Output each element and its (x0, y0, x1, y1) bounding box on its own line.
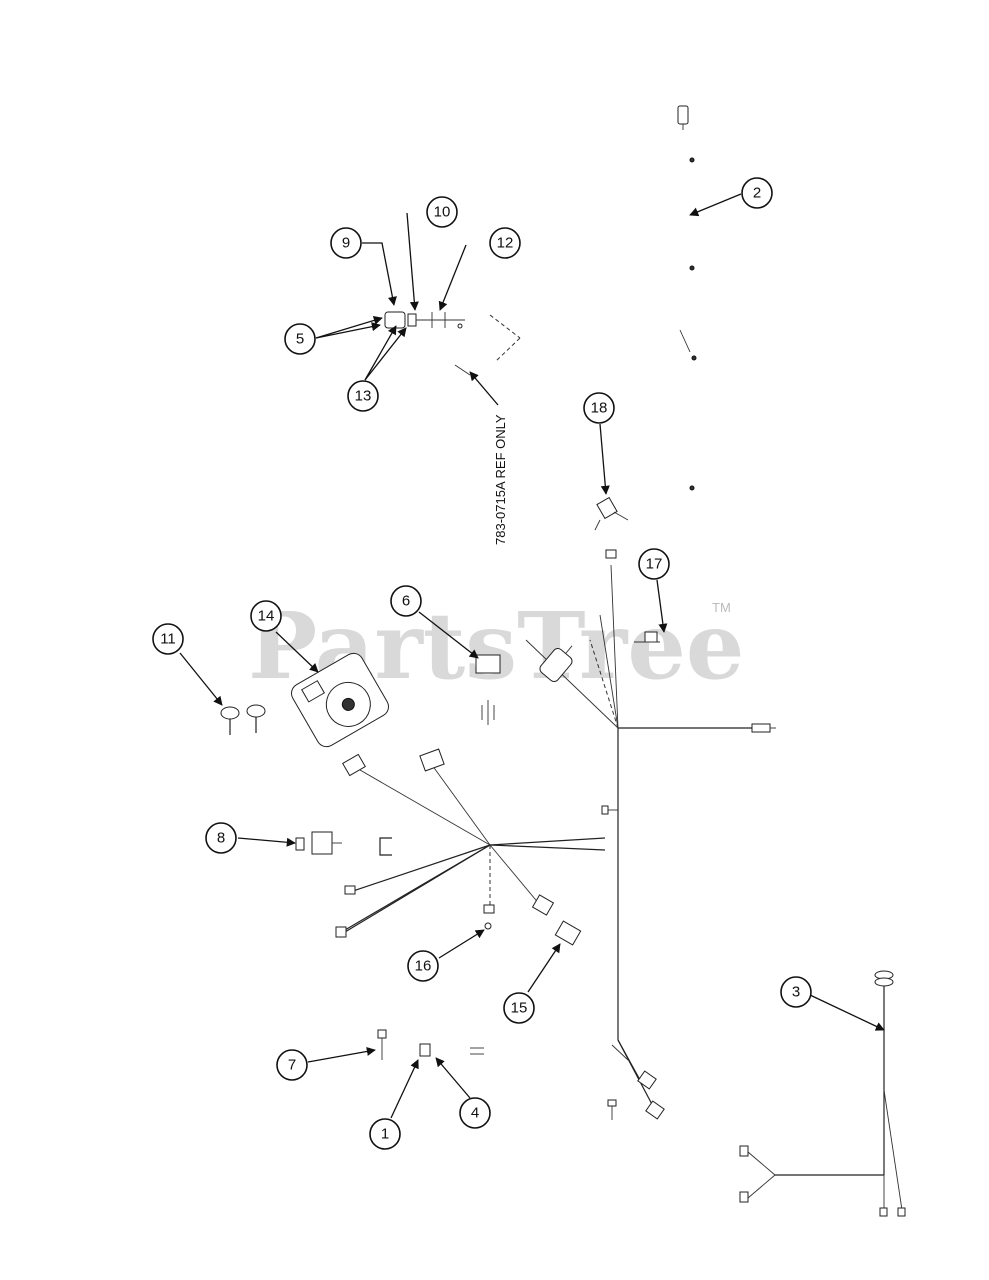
svg-text:1: 1 (381, 1126, 389, 1143)
ignition-switch (291, 652, 389, 748)
callout-11: 11 (152, 623, 184, 655)
svg-text:5: 5 (296, 331, 304, 348)
callout-10: 10 (426, 196, 458, 228)
svg-text:18: 18 (591, 400, 608, 417)
svg-text:11: 11 (160, 631, 176, 648)
callout-6: 6 (390, 585, 422, 617)
callout-8: 8 (205, 822, 237, 854)
svg-text:2: 2 (753, 185, 761, 202)
part-16 (484, 922, 492, 930)
main-harness (525, 549, 776, 1120)
callout-7: 7 (276, 1049, 308, 1081)
harness-3 (739, 970, 906, 1217)
callout-17: 17 (638, 548, 670, 580)
relay-8 (295, 831, 342, 855)
part-17 (634, 631, 660, 643)
svg-text:7: 7 (288, 1057, 296, 1074)
callout-16: 16 (407, 950, 439, 982)
svg-text:10: 10 (434, 204, 451, 221)
parts-1-4-7 (377, 1029, 484, 1060)
svg-text:8: 8 (217, 830, 225, 847)
keys (220, 704, 266, 735)
svg-text:6: 6 (402, 593, 410, 610)
svg-text:9: 9 (342, 235, 350, 252)
reference-note: 783-0715A REF ONLY (493, 414, 508, 545)
svg-text:4: 4 (471, 1105, 479, 1122)
callout-15: 15 (503, 992, 535, 1024)
callout-18: 18 (583, 392, 615, 424)
part-6 (475, 654, 501, 725)
callout-1: 1 (369, 1118, 401, 1150)
callout-14: 14 (250, 600, 282, 632)
svg-text:3: 3 (792, 984, 800, 1001)
switch-assembly (384, 311, 521, 376)
callout-3: 3 (780, 976, 812, 1008)
connector-bracket (379, 837, 392, 856)
svg-text:12: 12 (497, 235, 514, 252)
part-18 (594, 496, 629, 531)
callout-13: 13 (347, 380, 379, 412)
callout-12: 12 (489, 227, 521, 259)
callout-9: 9 (330, 227, 362, 259)
watermark-trademark: TM (712, 600, 731, 615)
part-15 (554, 920, 582, 946)
leader-lines (179, 193, 885, 1119)
callout-5: 5 (284, 323, 316, 355)
svg-text:15: 15 (511, 1000, 528, 1017)
svg-text:14: 14 (258, 608, 275, 625)
callout-4: 4 (459, 1097, 491, 1129)
svg-text:17: 17 (646, 556, 663, 573)
svg-text:13: 13 (355, 388, 372, 405)
svg-text:16: 16 (415, 958, 432, 975)
left-hub-harness (335, 748, 606, 938)
wire-run-2 (677, 105, 697, 491)
callout-2: 2 (741, 177, 773, 209)
